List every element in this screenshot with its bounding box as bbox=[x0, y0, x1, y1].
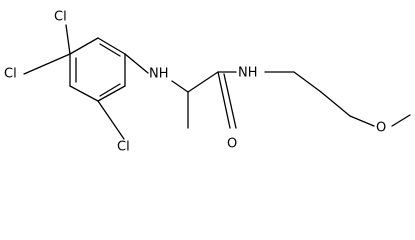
atom-label-o: O bbox=[376, 121, 386, 136]
ring-bond bbox=[97, 85, 126, 102]
ring-double-bond bbox=[99, 43, 121, 57]
c-o-bond bbox=[349, 115, 375, 127]
atom-label-o: O bbox=[227, 137, 237, 152]
atom-label-nh: NH bbox=[238, 66, 258, 81]
atom-label-nh: NH bbox=[149, 67, 169, 82]
c-c-bond bbox=[320, 91, 351, 117]
ring-bond bbox=[97, 37, 126, 55]
atom-label-cl: Cl bbox=[54, 10, 67, 25]
c-c-bond bbox=[187, 71, 219, 93]
c-c-bond bbox=[293, 71, 322, 93]
cl-bond bbox=[97, 100, 125, 140]
ring-bond bbox=[69, 37, 99, 55]
ring-double-bond bbox=[99, 83, 121, 97]
cl-bond bbox=[23, 53, 71, 75]
carbonyl-bond bbox=[217, 71, 231, 129]
atom-label-cl: Cl bbox=[4, 67, 17, 82]
atom-label-cl: Cl bbox=[117, 140, 130, 155]
bonds bbox=[23, 24, 411, 140]
molecule-structure: Cl Cl Cl NH NH O O bbox=[4, 10, 411, 155]
atom-labels: Cl Cl Cl NH NH O O bbox=[4, 10, 386, 155]
o-methyl-bond bbox=[391, 114, 411, 127]
c-n-bond bbox=[124, 53, 149, 74]
ring-bond bbox=[69, 85, 99, 102]
n-c-bond bbox=[171, 80, 189, 93]
cl-bond bbox=[65, 24, 71, 55]
carbonyl-double-bond bbox=[223, 73, 237, 129]
